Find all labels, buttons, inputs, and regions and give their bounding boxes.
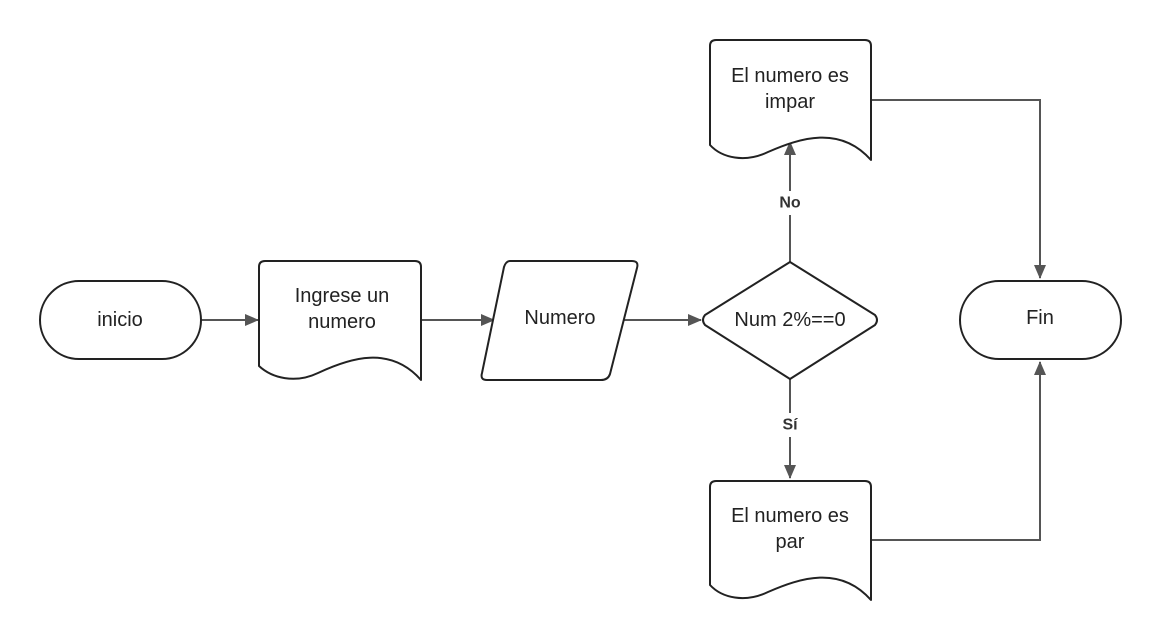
edge-label-yes-text: Sí xyxy=(782,417,798,434)
edge-par-to-fin xyxy=(871,361,1046,541)
even-label-line1: El numero es xyxy=(731,505,849,527)
edge-label-no: No xyxy=(774,191,806,215)
even-document: El numero es par xyxy=(709,480,872,601)
prompt-document: Ingrese un numero xyxy=(258,260,422,381)
edge-label-yes: Sí xyxy=(776,413,804,437)
edge-impar-to-fin xyxy=(871,99,1046,279)
edge-label-no-text: No xyxy=(779,195,801,212)
input-label: Numero xyxy=(524,307,595,329)
odd-label-line2: impar xyxy=(765,91,815,113)
odd-document: El numero es impar xyxy=(709,39,872,161)
prompt-label-line1: Ingrese un xyxy=(295,285,390,307)
end-terminator: Fin xyxy=(959,280,1122,360)
input-data: Numero xyxy=(480,260,639,381)
even-label-line2: par xyxy=(776,531,805,553)
end-label: Fin xyxy=(1026,307,1054,329)
prompt-label-line2: numero xyxy=(308,311,376,333)
start-label: inicio xyxy=(97,309,143,331)
start-terminator: inicio xyxy=(39,280,202,360)
decision-label: Num 2%==0 xyxy=(734,309,845,331)
odd-label-line1: El numero es xyxy=(731,65,849,87)
decision-diamond: Num 2%==0 xyxy=(702,261,878,380)
